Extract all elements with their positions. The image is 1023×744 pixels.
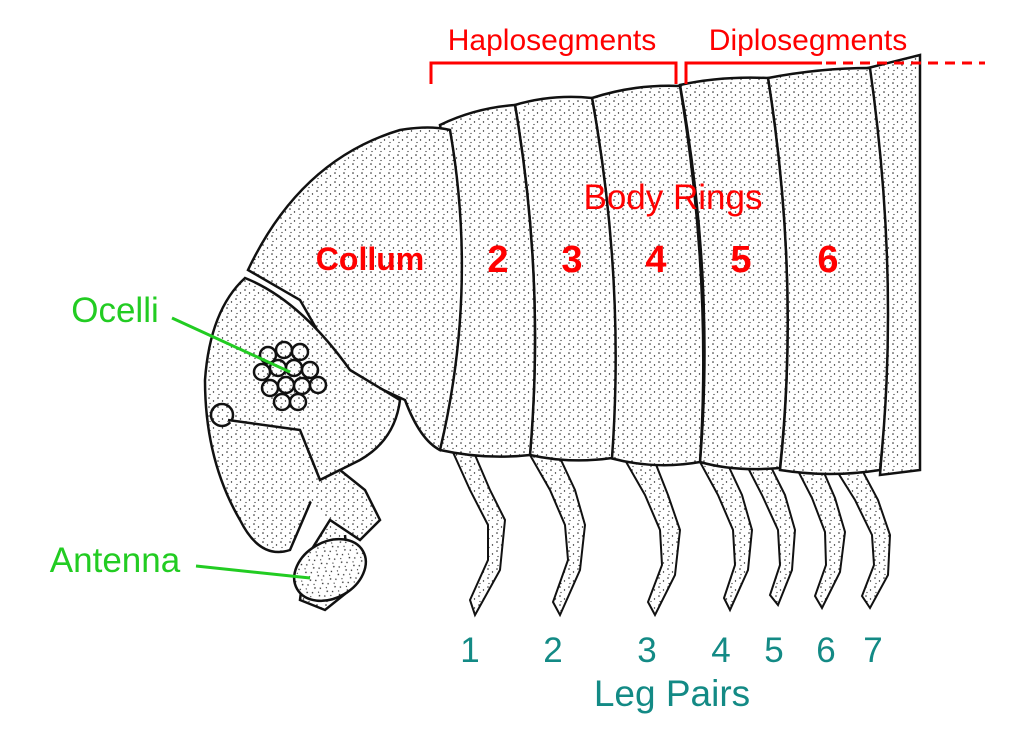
antenna-drawing [209,402,382,612]
leg-5 [743,460,797,607]
ring-label-2: 2 [487,239,508,281]
leg-number-1: 1 [460,631,479,670]
leg-number-3: 3 [637,631,656,670]
ocelli-cluster [252,340,328,412]
leg-number-2: 2 [543,631,562,670]
leg-4 [698,460,754,613]
ring-5 [678,76,789,471]
diplosegments-label: Diplosegments [709,24,907,57]
ocelli-pointer [171,316,291,374]
leg-2 [528,453,587,618]
ring-label-4: 4 [645,239,666,281]
leg-number-5: 5 [764,631,783,670]
ring-label-5: 5 [730,239,751,281]
leg-7 [833,466,892,610]
ocelli-label: Ocelli [71,291,159,330]
diplosegments-bracket [684,61,985,84]
ring-label-collum: Collum [316,241,424,277]
millipede-drawing [203,53,922,618]
head [203,276,402,554]
antenna-label: Antenna [50,541,181,580]
ring-label-6: 6 [817,239,838,281]
leg-3 [623,458,682,618]
ring-label-3: 3 [561,239,582,281]
body-rings-title: Body Rings [584,178,763,217]
haplosegments-label: Haplosegments [448,24,656,57]
collum [246,126,464,452]
leg-number-4: 4 [711,631,730,670]
haplosegments-bracket [429,61,678,84]
leg-number-6: 6 [816,631,835,670]
leg-number-7: 7 [863,631,882,670]
antenna-pointer [195,564,311,580]
leg-pairs-title: Leg Pairs [594,673,750,714]
leg-6 [793,463,847,611]
leg-1 [450,448,507,618]
legs [450,448,892,618]
